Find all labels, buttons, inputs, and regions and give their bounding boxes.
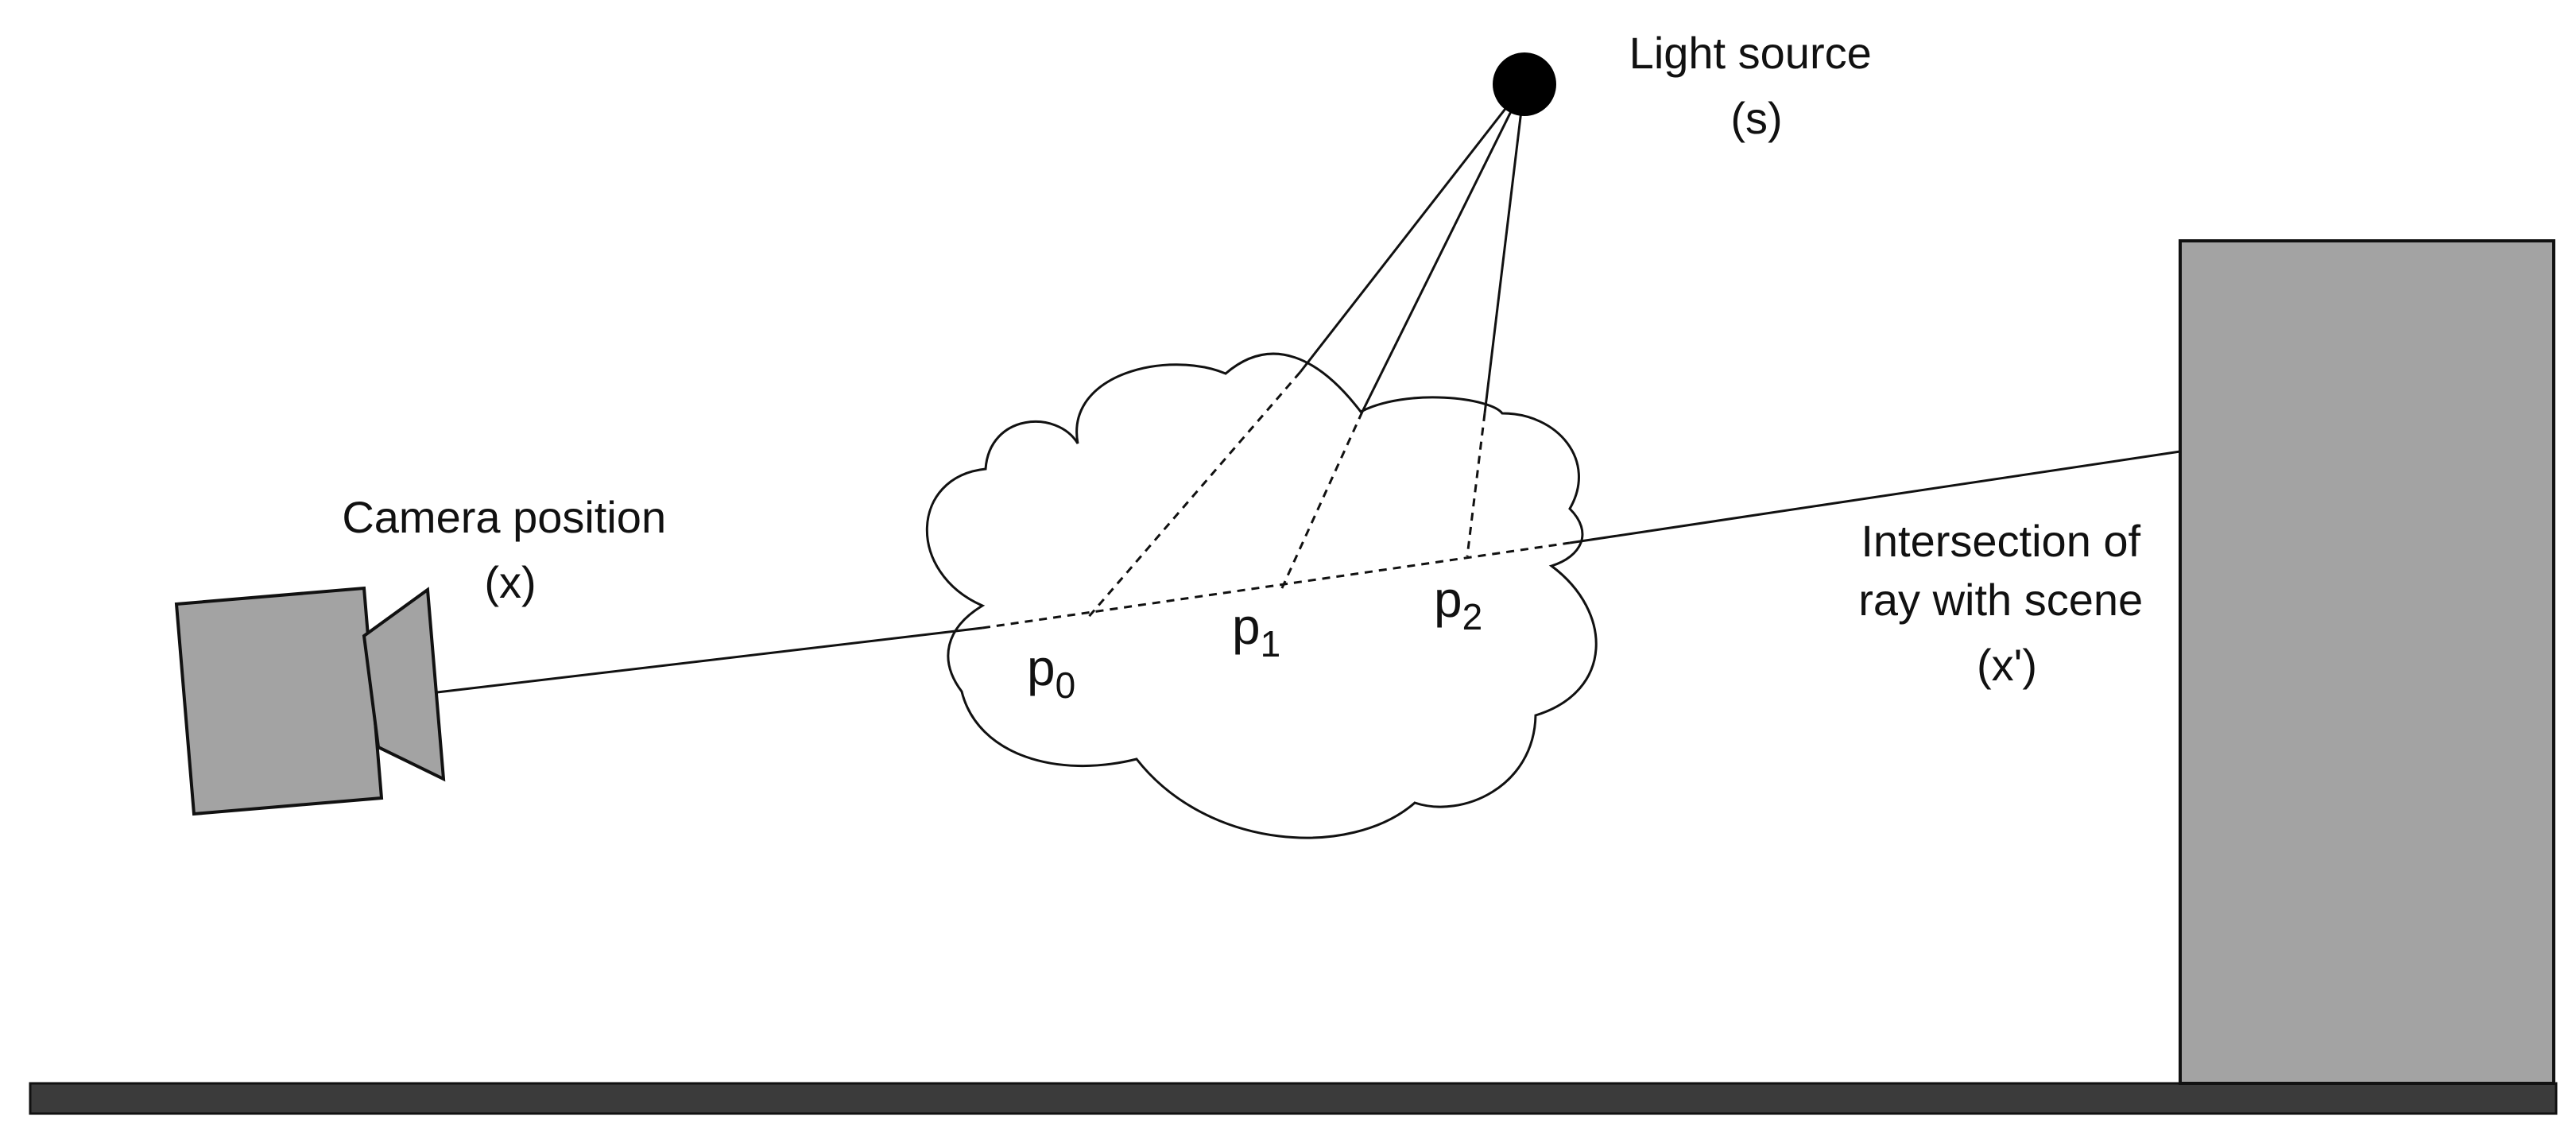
sample-point-p0-label: p0 — [1027, 639, 1075, 706]
shadow-ray-p1 — [1280, 83, 1526, 591]
camera-lens — [362, 587, 446, 782]
sample-point-p2-label: p2 — [1434, 571, 1482, 637]
floor-bar — [29, 1082, 2558, 1115]
light-source-dot — [1493, 52, 1556, 116]
intersection-label: Intersection of ray with scene (x') — [1858, 516, 2156, 690]
scene-wall — [2179, 239, 2555, 1085]
camera-position-label: Camera position (x) — [342, 492, 678, 607]
camera-ray-outside — [436, 626, 983, 694]
light-source-label: Light source (s) — [1629, 28, 1885, 143]
camera-body — [174, 586, 384, 816]
shadow-ray-p0 — [1086, 83, 1526, 619]
camera-ray-to-scene — [1569, 450, 2181, 544]
cloud-volume — [925, 352, 1598, 839]
shadow-ray-p2 — [1466, 83, 1526, 557]
sample-point-p1-label: p1 — [1232, 598, 1280, 664]
